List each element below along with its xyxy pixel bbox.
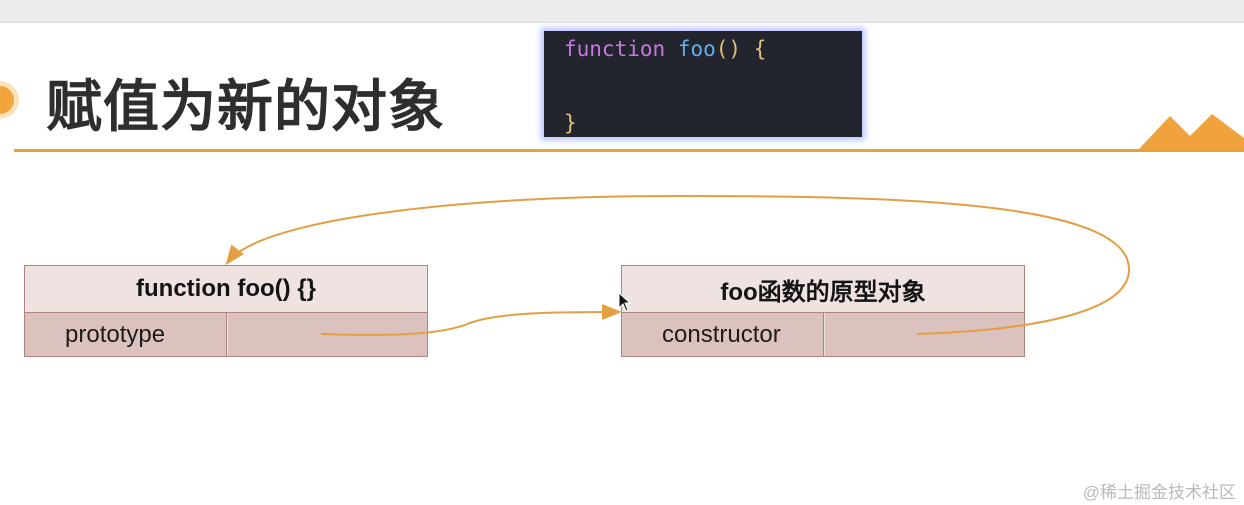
top-bar — [0, 0, 1244, 23]
mountain-decoration — [1138, 114, 1244, 150]
mouse-cursor-icon — [618, 292, 632, 312]
function-foo-box: function foo() {} prototype — [24, 265, 428, 357]
prototype-object-box: foo函数的原型对象 constructor — [621, 265, 1025, 357]
code-line-1: function foo() { — [564, 37, 766, 61]
watermark: @稀土掘金技术社区 — [1082, 483, 1236, 502]
code-snippet: function foo() { } — [544, 31, 862, 137]
constructor-property-cell: constructor — [622, 313, 824, 356]
code-keyword: function — [564, 37, 666, 61]
code-close-brace: } — [564, 111, 577, 135]
function-box-header: function foo() {} — [25, 266, 427, 313]
prototype-box-header: foo函数的原型对象 — [622, 266, 1024, 313]
decorative-dot — [0, 86, 14, 114]
code-function-name: foo — [677, 37, 716, 61]
prototype-property-cell: prototype — [25, 313, 227, 356]
prototype-arrow — [320, 304, 622, 336]
code-line-2: } — [564, 111, 577, 135]
title-underline — [14, 149, 1244, 152]
code-open-brace: { — [753, 37, 767, 61]
slide-title: 赋值为新的对象 — [46, 75, 445, 140]
constructor-arrow — [225, 194, 1130, 335]
code-parens: () — [715, 37, 742, 61]
